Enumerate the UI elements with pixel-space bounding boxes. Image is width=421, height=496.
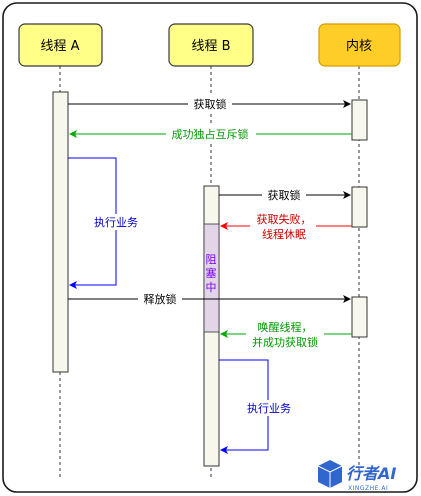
activation-kernel-2 [351, 186, 368, 228]
participant-thread-b: 线程 B [168, 23, 254, 67]
activation-kernel-1 [351, 99, 368, 141]
logo-watermark: 行者AI XINGZHE.AI [317, 460, 396, 492]
participant-thread-b-label: 线程 B [191, 39, 230, 54]
label-b-business: 执行业务 [247, 401, 291, 415]
label-b-wake-line2: 并成功获取锁 [252, 335, 318, 349]
label-b-wake-line1: 唤醒线程， [258, 320, 313, 334]
label-b-fail-line2: 线程休眠 [262, 227, 306, 241]
label-b-acquire: 获取锁 [268, 188, 301, 202]
label-a-business: 执行业务 [94, 215, 138, 229]
blocked-char-3: 中 [206, 281, 217, 294]
participant-thread-a-label: 线程 A [40, 39, 79, 54]
label-a-acquire: 获取锁 [194, 97, 227, 111]
blocked-char-2: 塞 [206, 266, 217, 280]
activation-kernel-3 [351, 296, 368, 338]
label-b-fail-line1: 获取失败， [257, 212, 312, 226]
blocked-region [203, 223, 220, 333]
participant-kernel-label: 内核 [346, 38, 372, 54]
diagram-border [2, 2, 418, 493]
logo-text: 行者AI [346, 464, 396, 483]
participant-thread-a: 线程 A [18, 23, 103, 67]
label-a-success: 成功独占互斥锁 [172, 127, 249, 141]
logo-cube-icon [317, 460, 343, 488]
label-a-release: 释放锁 [144, 292, 177, 306]
activation-thread-a [52, 91, 69, 373]
logo-subtext: XINGZHE.AI [348, 485, 388, 492]
blocked-char-1: 阻 [206, 253, 217, 266]
participant-kernel: 内核 [318, 23, 401, 67]
